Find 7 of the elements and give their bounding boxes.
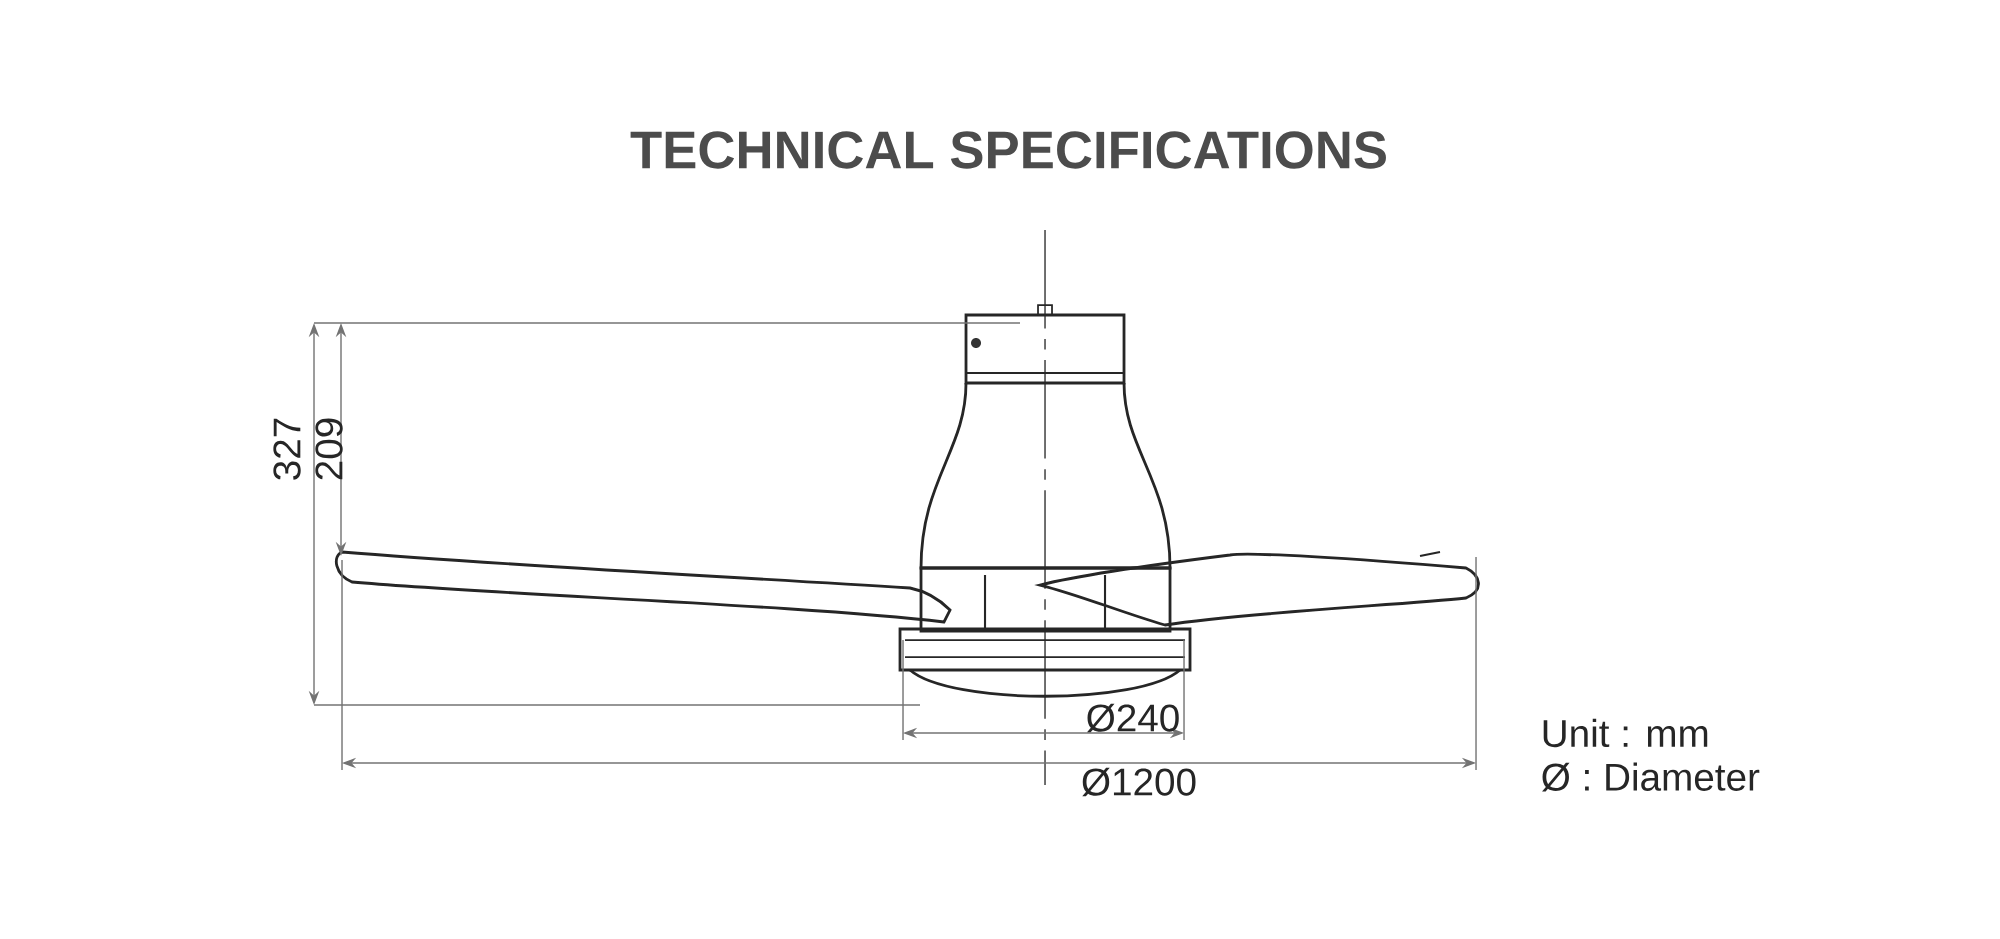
note: Ø : Diameter — [1542, 762, 1760, 792]
note: Unit : mm — [1543, 718, 1708, 748]
dimension-label: Ø1200 — [1082, 767, 1196, 797]
dimension-label: Ø240 — [1087, 703, 1179, 733]
title: TECHNICAL SPECIFICATIONS — [630, 131, 1386, 169]
dimension-label: 327 — [273, 418, 301, 480]
dimension-label: 209 — [315, 418, 343, 480]
